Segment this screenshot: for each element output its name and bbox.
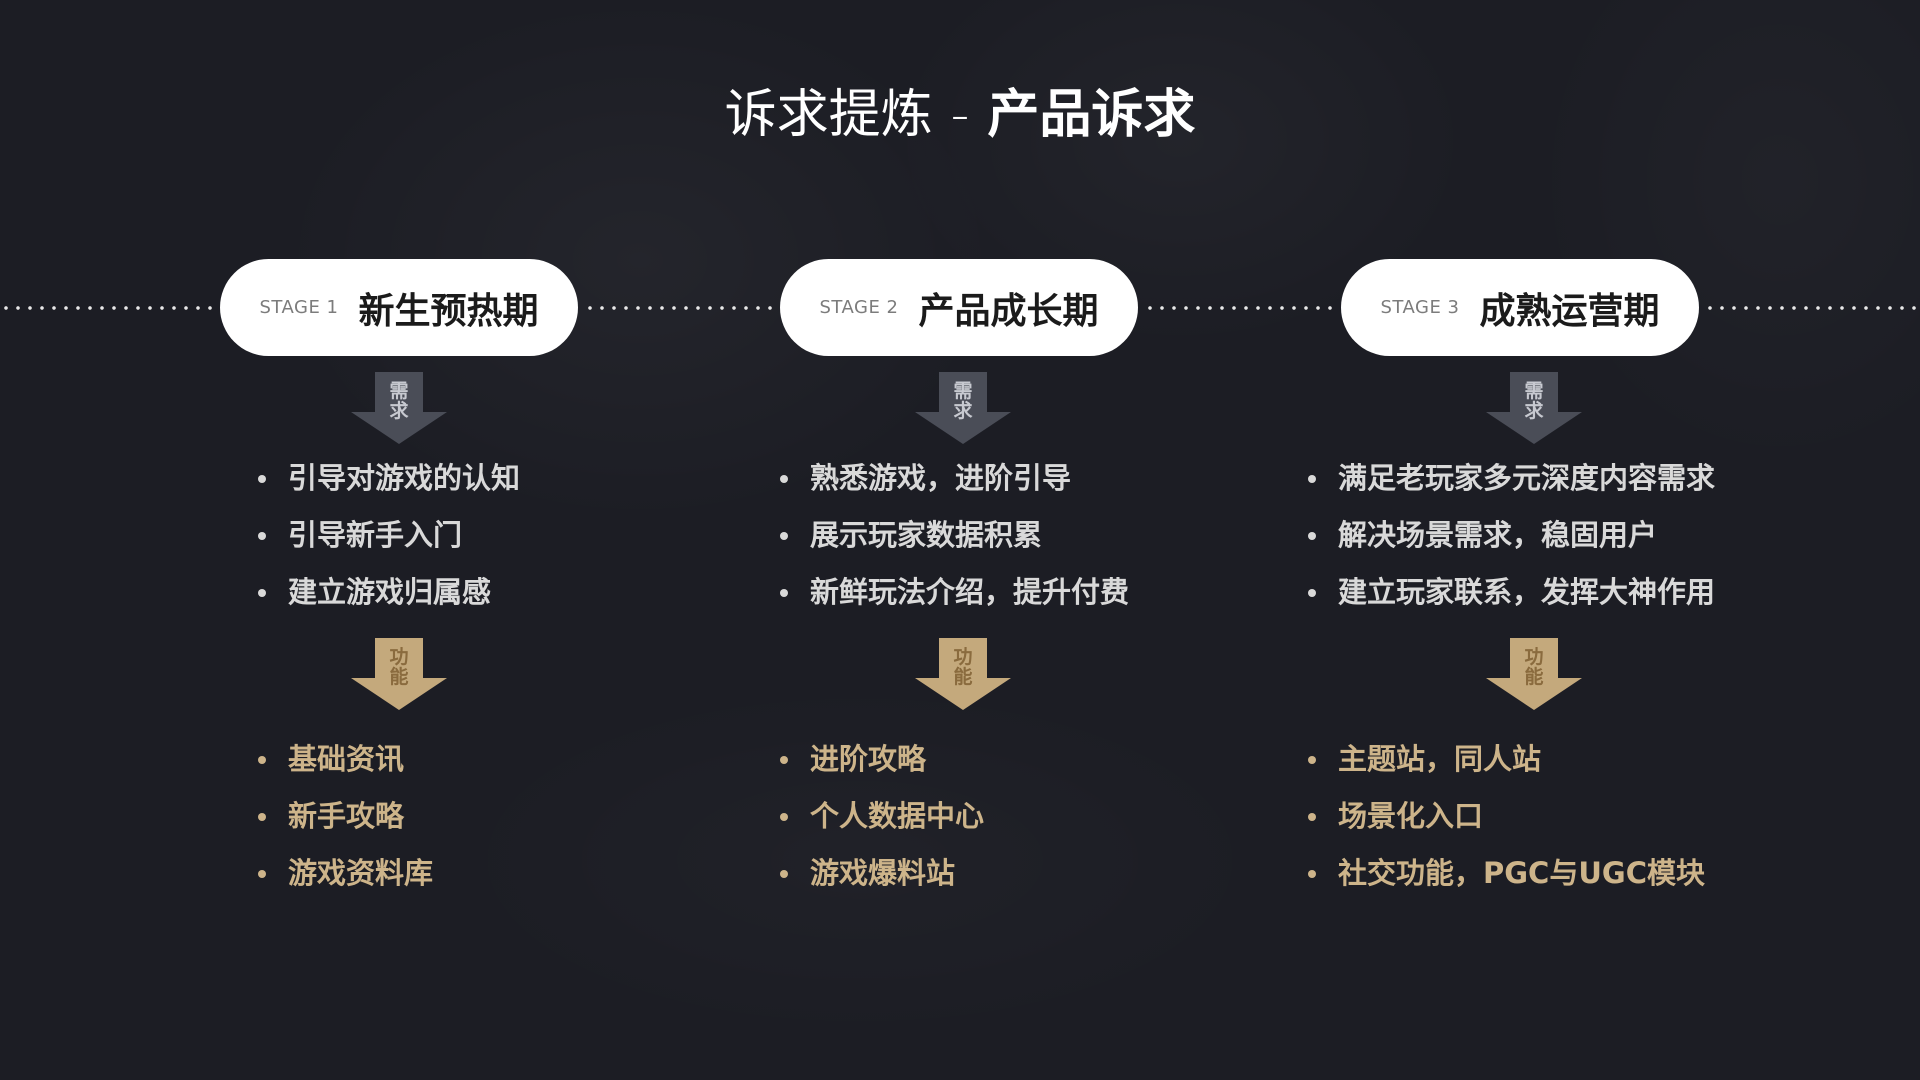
bullet-icon (1308, 474, 1316, 483)
stage-name: 新生预热期 (358, 290, 539, 332)
bullet-icon (780, 812, 788, 821)
arrow-glyph: 能 (389, 666, 409, 688)
need-arrow-icon: 需求 (915, 372, 1011, 444)
arrow-glyph: 需 (1524, 380, 1544, 402)
stage-pill-3: STAGE 3 成熟运营期 (1341, 259, 1699, 356)
arrow-glyph: 求 (1524, 400, 1544, 422)
timeline-dots-left (0, 306, 216, 310)
stage-name: 成熟运营期 (1479, 290, 1660, 332)
page-title: 诉求提炼-产品诉求 (0, 72, 1920, 147)
functions-list: 主题站，同人站 场景化入口 社交功能，PGC与UGC模块 (1308, 731, 1705, 902)
bullet-icon (1308, 869, 1316, 878)
function-item: 社交功能，PGC与UGC模块 (1308, 845, 1705, 902)
arrow-glyph: 功 (1524, 646, 1544, 668)
functions-list: 基础资讯 新手攻略 游戏资料库 (258, 731, 433, 902)
need-item: 建立玩家联系，发挥大神作用 (1308, 564, 1715, 621)
functions-list: 进阶攻略 个人数据中心 游戏爆料站 (780, 731, 984, 902)
arrow-glyph: 求 (953, 400, 973, 422)
need-item: 解决场景需求，稳固用户 (1308, 507, 1715, 564)
function-arrow-icon: 功能 (1486, 638, 1582, 710)
bullet-icon (1308, 812, 1316, 821)
need-item: 展示玩家数据积累 (780, 507, 1129, 564)
function-arrow-icon: 功能 (915, 638, 1011, 710)
bullet-icon (780, 474, 788, 483)
function-item: 新手攻略 (258, 788, 433, 845)
bullet-icon (780, 531, 788, 540)
title-separator: - (950, 85, 970, 145)
bullet-icon (780, 869, 788, 878)
bullet-icon (258, 869, 266, 878)
bullet-icon (780, 755, 788, 764)
need-item: 熟悉游戏，进阶引导 (780, 450, 1129, 507)
function-item: 场景化入口 (1308, 788, 1705, 845)
function-item: 游戏爆料站 (780, 845, 984, 902)
bullet-icon (780, 588, 788, 597)
stage-pill-1: STAGE 1 新生预热期 (220, 259, 578, 356)
title-light: 诉求提炼 (724, 85, 933, 145)
function-arrow-icon: 功能 (351, 638, 447, 710)
need-item: 引导新手入门 (258, 507, 520, 564)
function-item: 个人数据中心 (780, 788, 984, 845)
bullet-icon (258, 588, 266, 597)
stage-name: 产品成长期 (918, 290, 1099, 332)
stage-label: STAGE 2 (819, 297, 899, 318)
arrow-glyph: 能 (1524, 666, 1544, 688)
need-item: 引导对游戏的认知 (258, 450, 520, 507)
function-item: 主题站，同人站 (1308, 731, 1705, 788)
need-arrow-icon: 需求 (1486, 372, 1582, 444)
need-item: 建立游戏归属感 (258, 564, 520, 621)
bullet-icon (258, 755, 266, 764)
function-item: 游戏资料库 (258, 845, 433, 902)
arrow-glyph: 能 (953, 666, 973, 688)
timeline-dots-2-3 (1144, 306, 1336, 310)
stage-label: STAGE 3 (1380, 297, 1460, 318)
need-arrow-icon: 需求 (351, 372, 447, 444)
bullet-icon (1308, 531, 1316, 540)
bullet-icon (1308, 755, 1316, 764)
needs-list: 引导对游戏的认知 引导新手入门 建立游戏归属感 (258, 450, 520, 621)
arrow-glyph: 功 (953, 646, 973, 668)
need-item: 新鲜玩法介绍，提升付费 (780, 564, 1129, 621)
arrow-glyph: 需 (389, 380, 409, 402)
needs-list: 满足老玩家多元深度内容需求 解决场景需求，稳固用户 建立玩家联系，发挥大神作用 (1308, 450, 1715, 621)
arrow-glyph: 功 (389, 646, 409, 668)
stage-pill-2: STAGE 2 产品成长期 (780, 259, 1138, 356)
bullet-icon (258, 812, 266, 821)
timeline-dots-1-2 (584, 306, 776, 310)
function-item: 进阶攻略 (780, 731, 984, 788)
needs-list: 熟悉游戏，进阶引导 展示玩家数据积累 新鲜玩法介绍，提升付费 (780, 450, 1129, 621)
arrow-glyph: 需 (953, 380, 973, 402)
timeline-dots-right (1704, 306, 1920, 310)
arrow-glyph: 求 (389, 400, 409, 422)
bullet-icon (1308, 588, 1316, 597)
stage-label: STAGE 1 (259, 297, 339, 318)
need-item: 满足老玩家多元深度内容需求 (1308, 450, 1715, 507)
bullet-icon (258, 474, 266, 483)
title-bold: 产品诉求 (987, 85, 1196, 145)
bullet-icon (258, 531, 266, 540)
function-item: 基础资讯 (258, 731, 433, 788)
